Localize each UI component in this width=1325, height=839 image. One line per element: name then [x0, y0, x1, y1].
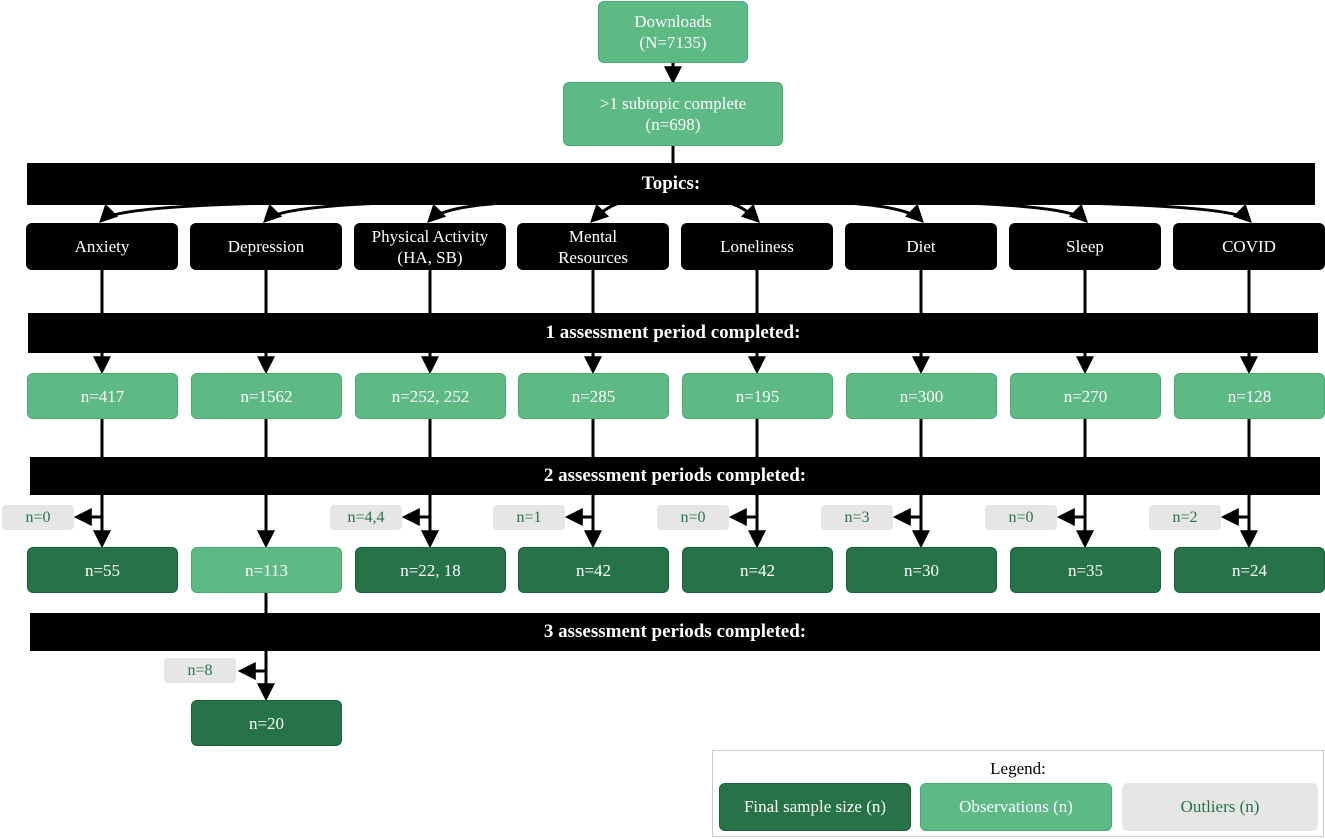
outlier2-box-anxiety: n=0	[2, 505, 74, 530]
period2-box-anxiety: n=55	[27, 547, 178, 593]
period2-box-loneliness: n=42	[682, 547, 833, 593]
topic-box-covid: COVID	[1173, 223, 1325, 270]
downloads-label: Downloads	[634, 12, 712, 31]
subtopic-label: >1 subtopic complete	[599, 94, 747, 113]
legend-observations: Observations (n)	[920, 783, 1112, 831]
period2-box-depression: n=113	[191, 547, 342, 593]
period1-box-mental: n=285	[518, 373, 669, 419]
outlier3-box-depression: n=8	[164, 658, 236, 683]
outlier2-box-sleep: n=0	[985, 505, 1057, 530]
topic-box-anxiety: Anxiety	[26, 223, 178, 270]
outlier2-box-loneliness: n=0	[657, 505, 729, 530]
legend-title: Legend:	[990, 759, 1046, 778]
period2-box-diet: n=30	[846, 547, 997, 593]
period1-box-sleep: n=270	[1010, 373, 1161, 419]
period2-box-physical-activity: n=22, 18	[355, 547, 506, 593]
downloads-count: (N=7135)	[639, 33, 707, 52]
legend-final: Final sample size (n)	[719, 783, 911, 831]
topic-box-physical-activity: Physical Activity (HA, SB)	[354, 223, 506, 270]
topics-bar: Topics:	[27, 163, 1315, 205]
period1-box-diet: n=300	[846, 373, 997, 419]
subtopic-box: >1 subtopic complete (n=698)	[563, 82, 783, 146]
outlier2-box-diet: n=3	[821, 505, 893, 530]
period2-box-covid: n=24	[1174, 547, 1325, 593]
topic-box-diet: Diet	[845, 223, 997, 270]
topic-box-depression: Depression	[190, 223, 342, 270]
period2-box-mental: n=42	[518, 547, 669, 593]
topic-box-mental: Mental Resources	[517, 223, 669, 270]
period1-box-covid: n=128	[1174, 373, 1325, 419]
period1-box-anxiety: n=417	[27, 373, 178, 419]
topic-box-sleep: Sleep	[1009, 223, 1161, 270]
period2-box-sleep: n=35	[1010, 547, 1161, 593]
period3-box-depression: n=20	[191, 700, 342, 746]
outlier2-box-mental: n=1	[493, 505, 565, 530]
period1-bar: 1 assessment period completed:	[28, 313, 1318, 353]
period1-box-depression: n=1562	[191, 373, 342, 419]
topic-box-loneliness: Loneliness	[681, 223, 833, 270]
outlier2-box-covid: n=2	[1149, 505, 1221, 530]
subtopic-count: (n=698)	[645, 115, 701, 134]
period3-bar: 3 assessment periods completed:	[30, 613, 1320, 651]
period1-box-loneliness: n=195	[682, 373, 833, 419]
period2-bar: 2 assessment periods completed:	[30, 457, 1320, 495]
period1-box-physical-activity: n=252, 252	[355, 373, 506, 419]
downloads-box: Downloads (N=7135)	[598, 1, 748, 63]
legend: Legend: Final sample size (n) Observatio…	[712, 750, 1324, 837]
outlier2-box-physical-activity: n=4,4	[330, 505, 402, 530]
legend-outliers: Outliers (n)	[1122, 783, 1318, 831]
